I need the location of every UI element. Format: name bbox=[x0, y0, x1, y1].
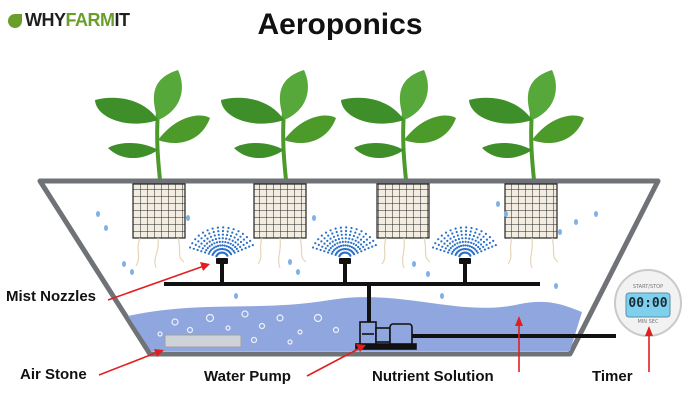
spray-fan-1 bbox=[189, 226, 254, 258]
water-pump bbox=[355, 321, 417, 350]
whyfarmit-logo: WHYFARMIT bbox=[8, 10, 130, 31]
timer-device bbox=[614, 269, 682, 337]
net-pot-2 bbox=[253, 183, 307, 239]
timer-top-text: START/STOP bbox=[632, 284, 664, 290]
timer-bottom-text: MIN SEC bbox=[637, 319, 659, 325]
air-stone bbox=[164, 334, 242, 348]
timer-display: 00:00 bbox=[628, 296, 668, 311]
spray-fan-2 bbox=[312, 226, 377, 258]
logo-text-farm: FARM bbox=[65, 10, 116, 30]
net-pot-1 bbox=[132, 183, 186, 239]
nozzle-heads bbox=[216, 258, 471, 264]
label-mist-nozzles: Mist Nozzles bbox=[6, 288, 97, 305]
net-pot-3 bbox=[376, 183, 430, 239]
net-pot-4 bbox=[504, 183, 558, 239]
plant-1 bbox=[95, 70, 210, 181]
plant-3 bbox=[341, 70, 456, 181]
label-air-stone: Air Stone bbox=[20, 366, 87, 383]
label-timer: Timer bbox=[592, 368, 633, 385]
logo-text-it: IT bbox=[114, 10, 131, 30]
mist-sprays bbox=[189, 226, 497, 258]
diagram-title: Aeroponics bbox=[257, 8, 423, 41]
annotation-arrows bbox=[98, 262, 653, 377]
plant-2 bbox=[221, 70, 336, 181]
sprout-icon bbox=[8, 14, 22, 28]
label-water-pump: Water Pump bbox=[204, 368, 291, 385]
logo-text-why: WHY bbox=[25, 10, 66, 30]
nozzle-pipe-system bbox=[164, 262, 616, 338]
plant-4 bbox=[469, 70, 584, 181]
spray-fan-3 bbox=[432, 226, 497, 258]
droplets bbox=[96, 201, 598, 299]
bubbles bbox=[157, 310, 340, 345]
roots bbox=[135, 237, 559, 269]
label-nutrient-solution: Nutrient Solution bbox=[372, 368, 494, 385]
